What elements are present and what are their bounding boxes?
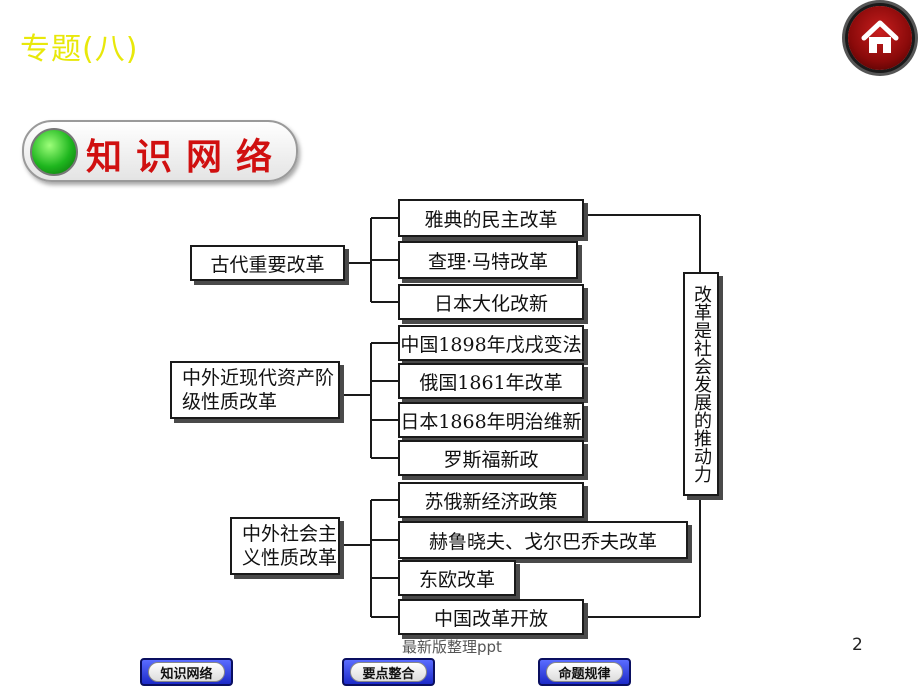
footer-text: 最新版整理ppt: [402, 638, 502, 656]
reform-hundred-days: 中国1898年戊戌变法: [398, 325, 584, 361]
reform-charles-martel: 查理·马特改革: [398, 241, 578, 279]
nav-exam-patterns-button[interactable]: 命题规律: [538, 658, 631, 686]
slide-title: 专题(八): [20, 32, 139, 67]
reform-nep: 苏俄新经济政策: [398, 482, 584, 518]
reform-china-opening: 中国改革开放: [398, 599, 584, 635]
nav-knowledge-network-label: 知识网络: [148, 662, 225, 682]
category-socialist-reforms: 中外社会主义性质改革: [230, 517, 340, 575]
home-button[interactable]: [848, 6, 912, 70]
reform-meiji: 日本1868年明治维新: [398, 402, 584, 438]
green-orb-icon: [30, 128, 78, 176]
conclusion-box: 改革是社会发展的推动力: [683, 272, 719, 496]
nav-knowledge-network-button[interactable]: 知识网络: [140, 658, 233, 686]
reform-taika: 日本大化改新: [398, 284, 584, 320]
nav-exam-patterns-label: 命题规律: [546, 662, 623, 682]
section-banner: 知识网络: [22, 120, 298, 182]
nav-key-points-label: 要点整合: [350, 662, 427, 682]
reform-new-deal: 罗斯福新政: [398, 440, 584, 476]
reform-khrushchev-gorbachev: 赫鲁晓夫、戈尔巴乔夫改革: [398, 521, 688, 559]
category-ancient-reforms: 古代重要改革: [190, 245, 345, 281]
home-icon: [861, 20, 899, 53]
reform-russia-1861: 俄国1861年改革: [398, 363, 584, 399]
page-number: 2: [852, 635, 863, 655]
category-bourgeois-reforms: 中外近现代资产阶级性质改革: [170, 361, 340, 419]
reform-eastern-europe: 东欧改革: [398, 560, 516, 596]
reform-athens-democracy: 雅典的民主改革: [398, 199, 584, 237]
section-title: 知识网络: [86, 137, 287, 178]
nav-key-points-button[interactable]: 要点整合: [342, 658, 435, 686]
